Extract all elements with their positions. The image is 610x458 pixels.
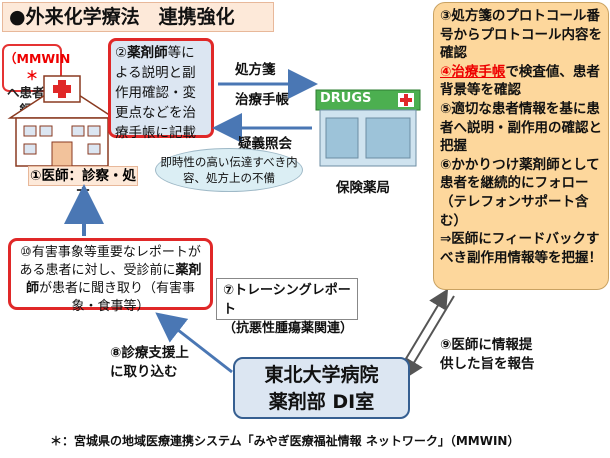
doctor-info-line1: ⑨医師に情報提 <box>440 337 533 353</box>
support-label: ⑧診療支援上 に取り込む <box>110 344 189 382</box>
report-bold: 薬剤師 <box>25 263 202 296</box>
doctor-info-line2: 供した旨を報告 <box>440 356 535 372</box>
report-part1: ⑩有害事象等重要なレポートがある患者に対し、受診前に <box>19 245 201 278</box>
pharm-note-bold: 薬剤師 <box>127 45 168 61</box>
support-line2: に取り込む <box>110 364 178 380</box>
inquiry-note: 即時性の高い伝達すべき内容、処方上の不備 <box>155 148 303 192</box>
adverse-event-report-box: ⑩有害事象等重要なレポートがある患者に対し、受診前に薬剤師が患者に聞き取り（有害… <box>8 238 213 314</box>
task-treatment-book-rest: で検査値、患者背景等を確認 <box>440 63 600 99</box>
hospital-line2: 薬剤部 DI室 <box>268 391 375 413</box>
inquiry-label: 疑義照会 <box>238 136 292 152</box>
drugstore-icon <box>315 89 421 167</box>
task-follow-up: ⑥かかりつけ薬剤師として患者を継続的にフォロー（テレフォンサポート含む） <box>440 156 600 229</box>
task-explanation: ⑤適切な患者情報を基に患者へ説明・副作用の確認と把握 <box>440 100 602 155</box>
doctor-info-label: ⑨医師に情報提 供した旨を報告 <box>440 336 535 374</box>
tracing-report-box: ⑦トレーシングレポート （抗悪性腫瘍薬関連） <box>216 278 358 336</box>
support-line1: ⑧診療支援上 <box>110 345 189 361</box>
page-title: ●外来化学療法 連携強化 <box>2 2 274 32</box>
tracing-line2: （抗悪性腫瘍薬関連） <box>223 321 354 336</box>
pharm-note-number: ② <box>115 45 128 61</box>
prescription-label: 処方箋 <box>235 62 276 78</box>
pharm-note-rest: 等による説明と副作用確認・変更点などを治療手帳に記載 <box>115 45 196 141</box>
drugstore-building: DRUGS <box>312 88 424 170</box>
task-treatment-book-red: ④治療手帳 <box>440 63 506 80</box>
task-protocol: ③処方箋のプロトコール番号からプロトコール内容を確認 <box>440 8 602 62</box>
support-arrow <box>155 312 233 374</box>
tracing-line1: ⑦トレーシングレポート <box>223 283 351 317</box>
task-feedback: ⇒医師にフィードバックすべき副作用情報等を把握！ <box>440 231 602 266</box>
insurance-pharmacy-label: 保険薬局 <box>336 180 390 196</box>
drugs-sign: DRUGS <box>320 91 372 106</box>
treatment-book-label: 治療手帳 <box>235 92 289 108</box>
footer-note: ＊：宮城県の地域医療連携システム「みやぎ医療福祉情報 ネットワーク」（MMWIN… <box>50 434 520 448</box>
pharmacist-explanation-note: ②薬剤師等による説明と副作用確認・変更点などを治療手帳に記載 <box>108 38 214 141</box>
report-part2: が患者に聞き取り（有害事象・食事等） <box>39 281 196 314</box>
hospital-building-icon <box>7 75 117 167</box>
mmwin-line1: （MMWIN＊ <box>4 51 71 83</box>
task-treatment-book: ④治療手帳で検査値、患者背景等を確認 <box>440 63 602 100</box>
pharmacy-tasks-box: ③処方箋のプロトコール番号からプロトコール内容を確認 ④治療手帳で検査値、患者背… <box>433 2 609 290</box>
hospital-line1: 東北大学病院 <box>264 364 379 386</box>
tohoku-university-hospital-box: 東北大学病院 薬剤部 DI室 <box>233 357 410 419</box>
